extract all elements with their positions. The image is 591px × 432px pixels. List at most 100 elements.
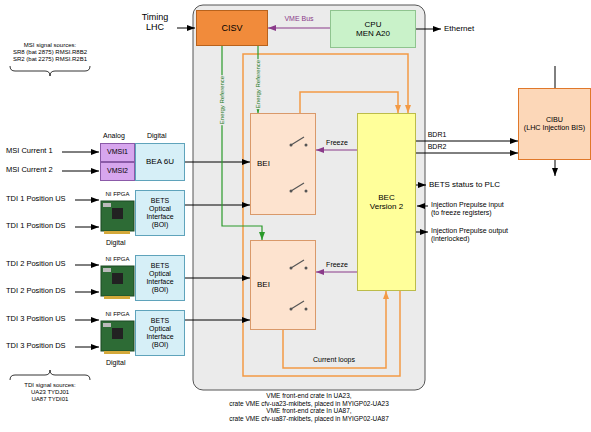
node-text: NI FPGA	[105, 256, 129, 263]
bec-board: BECVersion 2	[357, 113, 416, 291]
connector	[185, 278, 250, 279]
signal-name: MSI Current 2	[6, 166, 53, 175]
chip	[112, 208, 123, 219]
connector	[103, 268, 111, 272]
text-wrap: BECVersion 2	[370, 193, 403, 211]
switch-blade	[291, 260, 304, 268]
node-text: NI FPGA	[105, 311, 129, 318]
node-text: CISV	[221, 23, 242, 33]
bis-wire	[555, 160, 556, 176]
node-text: BETS Optical Interface (BOI)	[143, 317, 177, 349]
connector-label: VME Bus	[283, 15, 314, 23]
output-label: BETS status to PLC	[429, 180, 500, 189]
switch-blade	[291, 183, 304, 191]
analog-input-box: VMSI1	[100, 143, 135, 162]
text-wrap: BEI	[257, 280, 270, 289]
output-label: (interlocked)	[431, 235, 470, 243]
connector-label: Current loops	[312, 356, 356, 364]
signal-wire	[62, 152, 99, 153]
signal-wire	[75, 265, 99, 266]
connector	[103, 203, 111, 207]
connector	[185, 162, 250, 163]
gold-fingers	[104, 231, 130, 234]
signal-name: TDI 2 Position US	[6, 260, 66, 269]
signal-name: TDI 1 Position US	[6, 195, 66, 204]
text-wrap: NI FPGA	[105, 191, 129, 198]
source-note: SR8 (bat 2875) RMSI.R8B2	[5, 49, 95, 56]
status-wire	[416, 185, 426, 186]
bis-wire	[555, 66, 556, 88]
switch-blade	[291, 301, 304, 309]
switch-contact	[305, 144, 308, 147]
connector	[300, 92, 398, 113]
switch-blade	[291, 137, 304, 145]
column-heading: Digital	[147, 132, 166, 140]
connector-label: Freeze	[325, 139, 349, 147]
text-wrap: CPUMEN A20	[356, 20, 390, 38]
text-wrap: BEA 6U	[146, 157, 174, 166]
node-text: BEA 6U	[146, 157, 174, 166]
analog-input-box: VMSI2	[100, 162, 135, 181]
text-wrap: VMSI2	[107, 167, 128, 175]
connector-label: Freeze	[325, 261, 349, 269]
gold-fingers	[104, 351, 130, 354]
text-wrap: BETS Optical Interface (BOI)	[143, 317, 177, 349]
node-text: Version 2	[370, 202, 403, 211]
signal-wire	[75, 320, 99, 321]
node-text: NI FPGA	[105, 191, 129, 198]
signal-name: MSI Current 1	[6, 147, 53, 156]
signal-wire	[75, 347, 99, 348]
text-wrap: CISV	[221, 23, 242, 33]
connector-label: Energy Reference	[219, 75, 226, 125]
pcb	[101, 201, 134, 231]
caption-line: crate VME cfv-ua87-mkibets, placed in MY…	[209, 415, 409, 422]
connector	[416, 141, 518, 142]
node-text: VMSI2	[107, 167, 128, 175]
switch-contact	[305, 267, 308, 270]
signal-source-label: Timing LHC	[135, 12, 175, 33]
signal-wire	[62, 171, 99, 172]
prepulse-output-wire	[416, 232, 428, 233]
signal-name: TDI 3 Position US	[6, 315, 66, 324]
ethernet-wire	[416, 29, 441, 30]
switch-contact	[290, 144, 293, 147]
prepulse-input-wire	[417, 206, 428, 207]
gold-fingers	[104, 296, 130, 299]
text-wrap: BEI	[257, 159, 270, 168]
cibu-module: CIBU(LHC Injection BIS)	[518, 88, 591, 160]
node-text: CPU	[365, 20, 382, 29]
ni-fpga-card: NI FPGA	[100, 190, 135, 236]
signal-wire	[75, 292, 99, 293]
cpu-module: CPUMEN A20	[330, 10, 416, 48]
network-label: Ethernet	[444, 24, 474, 33]
column-heading: Digital	[106, 239, 125, 247]
text-wrap: NI FPGA	[105, 256, 129, 263]
input-label: (to freeze registers)	[431, 209, 492, 217]
vme-crate	[193, 5, 425, 390]
node-text: (LHC Injection BIS)	[524, 124, 586, 132]
connector	[185, 320, 250, 321]
boi-board: BETS Optical Interface (BOI)	[135, 190, 185, 236]
signal-wire	[75, 227, 99, 228]
connector-label: BDR1	[427, 131, 448, 139]
connector	[185, 205, 250, 206]
text-wrap: BETS Optical Interface (BOI)	[143, 262, 177, 294]
signal-wire	[75, 200, 99, 201]
text-wrap: BETS Optical Interface (BOI)	[143, 197, 177, 229]
pcb	[101, 321, 134, 351]
bei-board: BEI	[250, 113, 316, 215]
node-text: CIBU	[546, 116, 563, 124]
source-note: UA87 TYDI01	[5, 396, 95, 403]
text-wrap: VMSI1	[107, 148, 128, 156]
text-wrap: NI FPGA	[105, 311, 129, 318]
caption-line: VME front-end crate In UA87,	[209, 407, 409, 414]
node-text: BETS Optical Interface (BOI)	[143, 197, 177, 229]
boi-board: BETS Optical Interface (BOI)	[135, 255, 185, 301]
column-heading: Digital	[106, 359, 125, 367]
text-wrap: CIBU(LHC Injection BIS)	[524, 116, 586, 133]
ni-fpga-card: NI FPGA	[100, 255, 135, 301]
node-text: BEI	[257, 159, 270, 168]
connector	[103, 323, 111, 327]
